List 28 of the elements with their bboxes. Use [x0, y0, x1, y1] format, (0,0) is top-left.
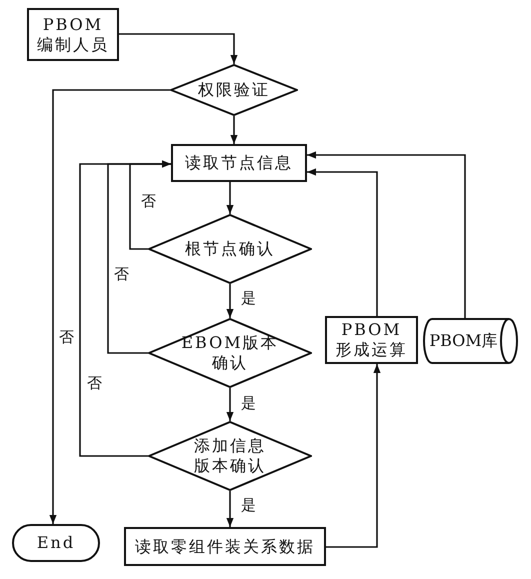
- process-box: 读取节点信息: [171, 144, 307, 182]
- process-box: PBOM 编制人员: [27, 8, 119, 61]
- arrow: [79, 160, 171, 457]
- edge-label: 是: [240, 395, 257, 412]
- edge-label: 否: [140, 193, 157, 210]
- edge-label: 是: [240, 497, 257, 514]
- arrow: [49, 89, 170, 524]
- arrow: [226, 284, 234, 318]
- edge-label: 否: [58, 329, 75, 346]
- arrow: [226, 182, 234, 214]
- arrow: [326, 364, 381, 548]
- decision-diamond: 添加信息版本确认: [148, 421, 312, 491]
- arrow: [307, 168, 378, 316]
- arrow: [119, 33, 238, 64]
- process-box: 读取零组件装关系数据: [124, 527, 326, 566]
- arrow: [230, 116, 238, 144]
- arrow: [226, 491, 234, 527]
- arrow: [226, 388, 234, 421]
- decision-diamond: 根节点确认: [148, 214, 312, 284]
- edge-label: 是: [240, 290, 257, 306]
- decision-diamond: EBOM版本确认: [148, 318, 312, 388]
- database-cylinder: PBOM库: [423, 318, 518, 364]
- process-box: PBOM形成运算: [325, 316, 418, 364]
- edge-label: 否: [113, 266, 130, 282]
- terminal-box: End: [12, 524, 100, 562]
- arrow: [307, 151, 466, 318]
- decision-diamond: 权限验证: [170, 64, 298, 116]
- edge-label: 否: [86, 375, 103, 392]
